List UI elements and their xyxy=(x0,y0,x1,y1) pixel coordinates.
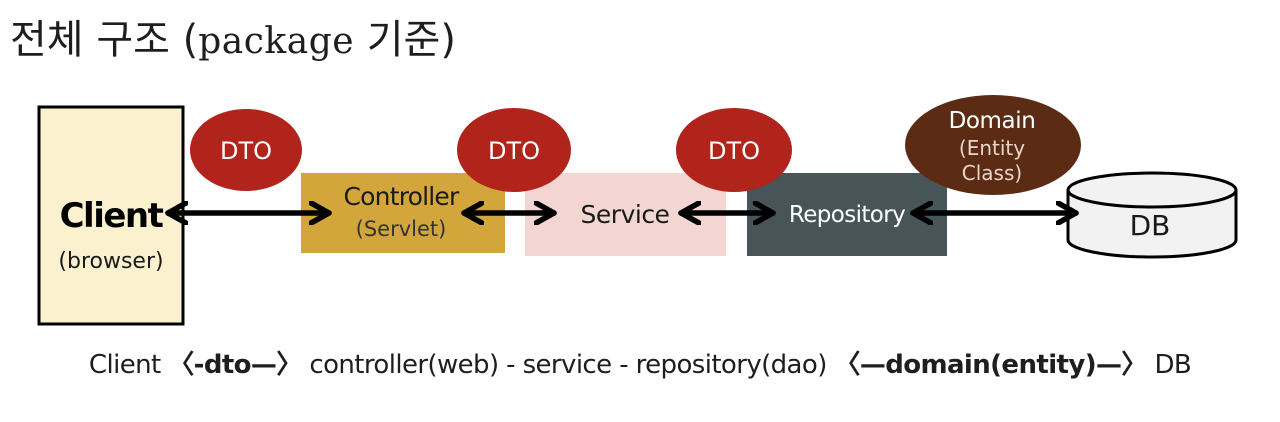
dto-label-2: DTO xyxy=(488,137,540,165)
domain-label: Domain xyxy=(949,108,1036,134)
controller-sub: (Servlet) xyxy=(356,217,447,241)
client-sub: (browser) xyxy=(58,249,163,274)
repository-label: Repository xyxy=(789,202,905,228)
domain-bubble xyxy=(905,95,1081,195)
db-label: DB xyxy=(1130,209,1171,242)
dto-bubble-1 xyxy=(190,109,302,191)
dto-bubble-2 xyxy=(457,108,571,192)
dto-bubble-3 xyxy=(676,108,792,192)
title-ko-suffix: 기준) xyxy=(354,17,456,63)
db-cylinder xyxy=(1066,171,1238,259)
controller-label: Controller xyxy=(344,182,460,211)
service-label: Service xyxy=(581,200,670,229)
dto-label-1: DTO xyxy=(220,137,272,165)
caption-client: Client xyxy=(88,350,169,380)
client-label: Client xyxy=(60,196,164,236)
domain-sub-1: (Entity xyxy=(959,136,1025,160)
dto-label-3: DTO xyxy=(708,137,760,165)
caption-db: DB xyxy=(1146,350,1192,380)
caption-dto-link: 〈-dto—〉 xyxy=(168,350,302,380)
caption-layers: controller(web) - service - repository(d… xyxy=(301,350,835,380)
flow-caption: Client 〈-dto—〉 controller(web) - service… xyxy=(0,345,1280,385)
page-title: 전체 구조 (package 기준) xyxy=(10,12,456,70)
domain-sub-2: Class) xyxy=(962,161,1022,185)
title-en: package xyxy=(198,21,355,62)
caption-domain-link: 〈—domain(entity)—〉 xyxy=(834,350,1147,380)
title-ko-prefix: 전체 구조 ( xyxy=(10,17,199,63)
